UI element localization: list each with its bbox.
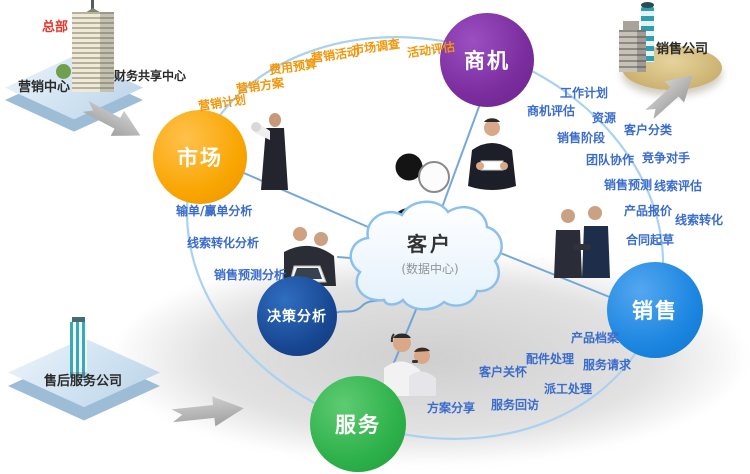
service-co-tower-cap bbox=[72, 317, 85, 322]
label-sales-forecast-analysis: 销售预测分析 bbox=[214, 268, 287, 282]
hq-finance-center: 财务共享中心 bbox=[114, 69, 187, 83]
service-co-tower-icon bbox=[70, 317, 87, 378]
hub-subtitle: (数据中心) bbox=[401, 262, 459, 276]
node-opportunity: 商机 bbox=[440, 13, 534, 107]
businessman-card-photo bbox=[466, 116, 518, 196]
hq-building-facade bbox=[72, 12, 114, 92]
label-resources: 资源 bbox=[592, 111, 617, 125]
node-analysis: 决策分析 bbox=[257, 276, 337, 356]
node-service: 服务 bbox=[310, 376, 406, 472]
label-competitors: 竞争对手 bbox=[642, 151, 691, 165]
label-service-followup: 服务回访 bbox=[491, 398, 540, 412]
service-co-label: 售后服务公司 bbox=[44, 374, 123, 389]
sales-co-tower-cap bbox=[641, 2, 654, 8]
hq-tree-icon bbox=[56, 64, 71, 79]
label-lead-evaluation: 线索评估 bbox=[654, 179, 703, 193]
node-market: 市场 bbox=[153, 110, 247, 204]
hub-label: 客户 (数据中心) bbox=[378, 228, 482, 277]
label-customer-care: 客户关怀 bbox=[479, 365, 528, 379]
sales-co-building-icon bbox=[619, 21, 646, 72]
label-lead-conversion-analysis: 线索转化分析 bbox=[187, 236, 260, 250]
sales-co-label: 销售公司 bbox=[656, 42, 709, 57]
hq-badge: 总部 bbox=[42, 20, 69, 35]
label-customer-classification: 客户分类 bbox=[624, 123, 673, 137]
handshake-photo bbox=[550, 204, 614, 284]
sales-co-building-top bbox=[623, 21, 639, 30]
label-dispatch-handling: 派工处理 bbox=[544, 382, 593, 396]
label-solution-sharing: 方案分享 bbox=[427, 401, 476, 415]
label-contract-draft: 合同起草 bbox=[626, 233, 675, 247]
hq-marketing-center: 营销中心 bbox=[18, 80, 71, 95]
label-service-request: 服务请求 bbox=[583, 358, 632, 372]
label-product-archive: 产品档案 bbox=[571, 331, 620, 345]
label-work-plan: 工作计划 bbox=[560, 86, 609, 100]
label-sales-stage: 销售阶段 bbox=[557, 131, 606, 145]
hub-title: 客户 bbox=[407, 232, 453, 256]
label-product-quote: 产品报价 bbox=[624, 204, 673, 218]
label-win-loss-analysis: 输单/赢单分析 bbox=[176, 204, 253, 218]
hub-cloud bbox=[349, 200, 503, 311]
label-lead-conversion: 线索转化 bbox=[675, 213, 724, 227]
node-sales: 销售 bbox=[607, 262, 703, 358]
megaphone-person-photo bbox=[248, 110, 298, 196]
label-opportunity-eval: 商机评估 bbox=[527, 104, 576, 118]
label-parts-handling: 配件处理 bbox=[526, 352, 575, 366]
headset-agents-photo bbox=[376, 330, 442, 402]
hq-building-spire bbox=[91, 0, 94, 14]
label-sales-forecast: 销售预测 bbox=[604, 178, 653, 192]
service-co-tower-body bbox=[70, 322, 87, 378]
hq-building-icon bbox=[56, 0, 114, 92]
sales-co-building-facade bbox=[619, 30, 646, 72]
label-team-collaboration: 团队协作 bbox=[586, 153, 635, 167]
